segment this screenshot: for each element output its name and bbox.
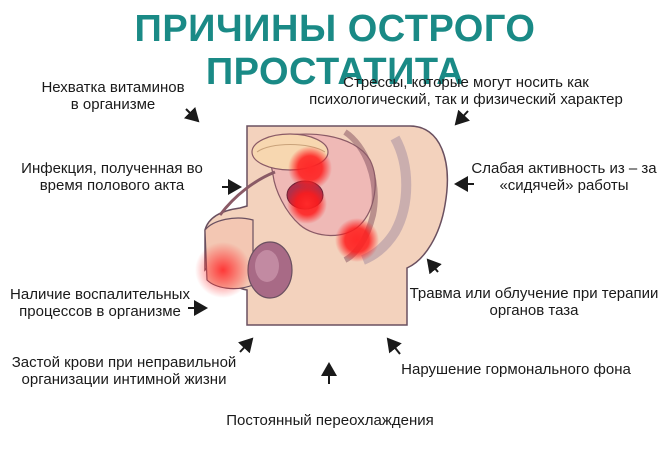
inflammation-glow-penis <box>195 242 251 298</box>
cause-inflammation-line-1: Наличие воспалительных <box>10 286 190 303</box>
cause-inflammation: Наличие воспалительных процессов в орган… <box>10 286 190 320</box>
cause-cooling: Постоянный переохлаждения <box>200 412 460 429</box>
cause-congestion: Застой крови при неправильной организаци… <box>4 354 244 388</box>
cause-vitamins-line-2: в организме <box>70 96 156 113</box>
cause-infection: Инфекция, полученная во время полового а… <box>14 160 210 194</box>
arrow-vitamins <box>183 106 200 123</box>
inflammation-glow-prostate <box>287 184 327 224</box>
cause-activity: Слабая активность из – за «сидячей» рабо… <box>467 160 661 194</box>
arrow-hormones <box>386 337 402 355</box>
cause-hormones: Нарушение гормонального фона <box>392 361 640 378</box>
arrow-trauma <box>426 258 442 275</box>
cause-stress-line-1: Стрессы, которые могут носить как <box>343 74 589 91</box>
cause-stress-line-2: психологический, так и физический характ… <box>309 91 623 108</box>
cause-trauma-line-2: органов таза <box>489 302 579 319</box>
arrow-stress <box>454 109 471 126</box>
inflammation-glow-bladder <box>288 146 332 190</box>
spine <box>361 135 412 265</box>
cause-inflammation-line-2: процессов в организме <box>19 303 181 320</box>
page-title: ПРИЧИНЫ ОСТРОГО ПРОСТАТИТА <box>134 8 536 93</box>
cause-activity-line-2: «сидячей» работы <box>499 177 629 194</box>
arrow-congestion <box>237 337 254 354</box>
cause-congestion-line-2: организации интимной жизни <box>21 371 227 388</box>
cause-trauma: Травма или облучение при терапии органов… <box>404 285 664 319</box>
cause-infection-line-2: время полового акта <box>39 177 185 194</box>
cause-infection-line-1: Инфекция, полученная во <box>21 160 203 177</box>
cause-hormones-line-1: Нарушение гормонального фона <box>401 361 631 378</box>
urethra <box>218 170 276 216</box>
cause-cooling-line-1: Постоянный переохлаждения <box>226 412 434 429</box>
cause-vitamins-line-1: Нехватка витаминов <box>41 79 185 96</box>
anatomy-cross-section-illustration <box>195 125 449 326</box>
cause-congestion-line-1: Застой крови при неправильной <box>11 354 237 371</box>
cause-activity-line-1: Слабая активность из – за <box>471 160 657 177</box>
cause-vitamins: Нехватка витаминов в организме <box>28 79 198 113</box>
cause-stress: Стрессы, которые могут носить как психол… <box>296 74 636 108</box>
inflammation-glow-rectum <box>335 218 379 262</box>
cause-trauma-line-1: Травма или облучение при терапии <box>409 285 659 302</box>
